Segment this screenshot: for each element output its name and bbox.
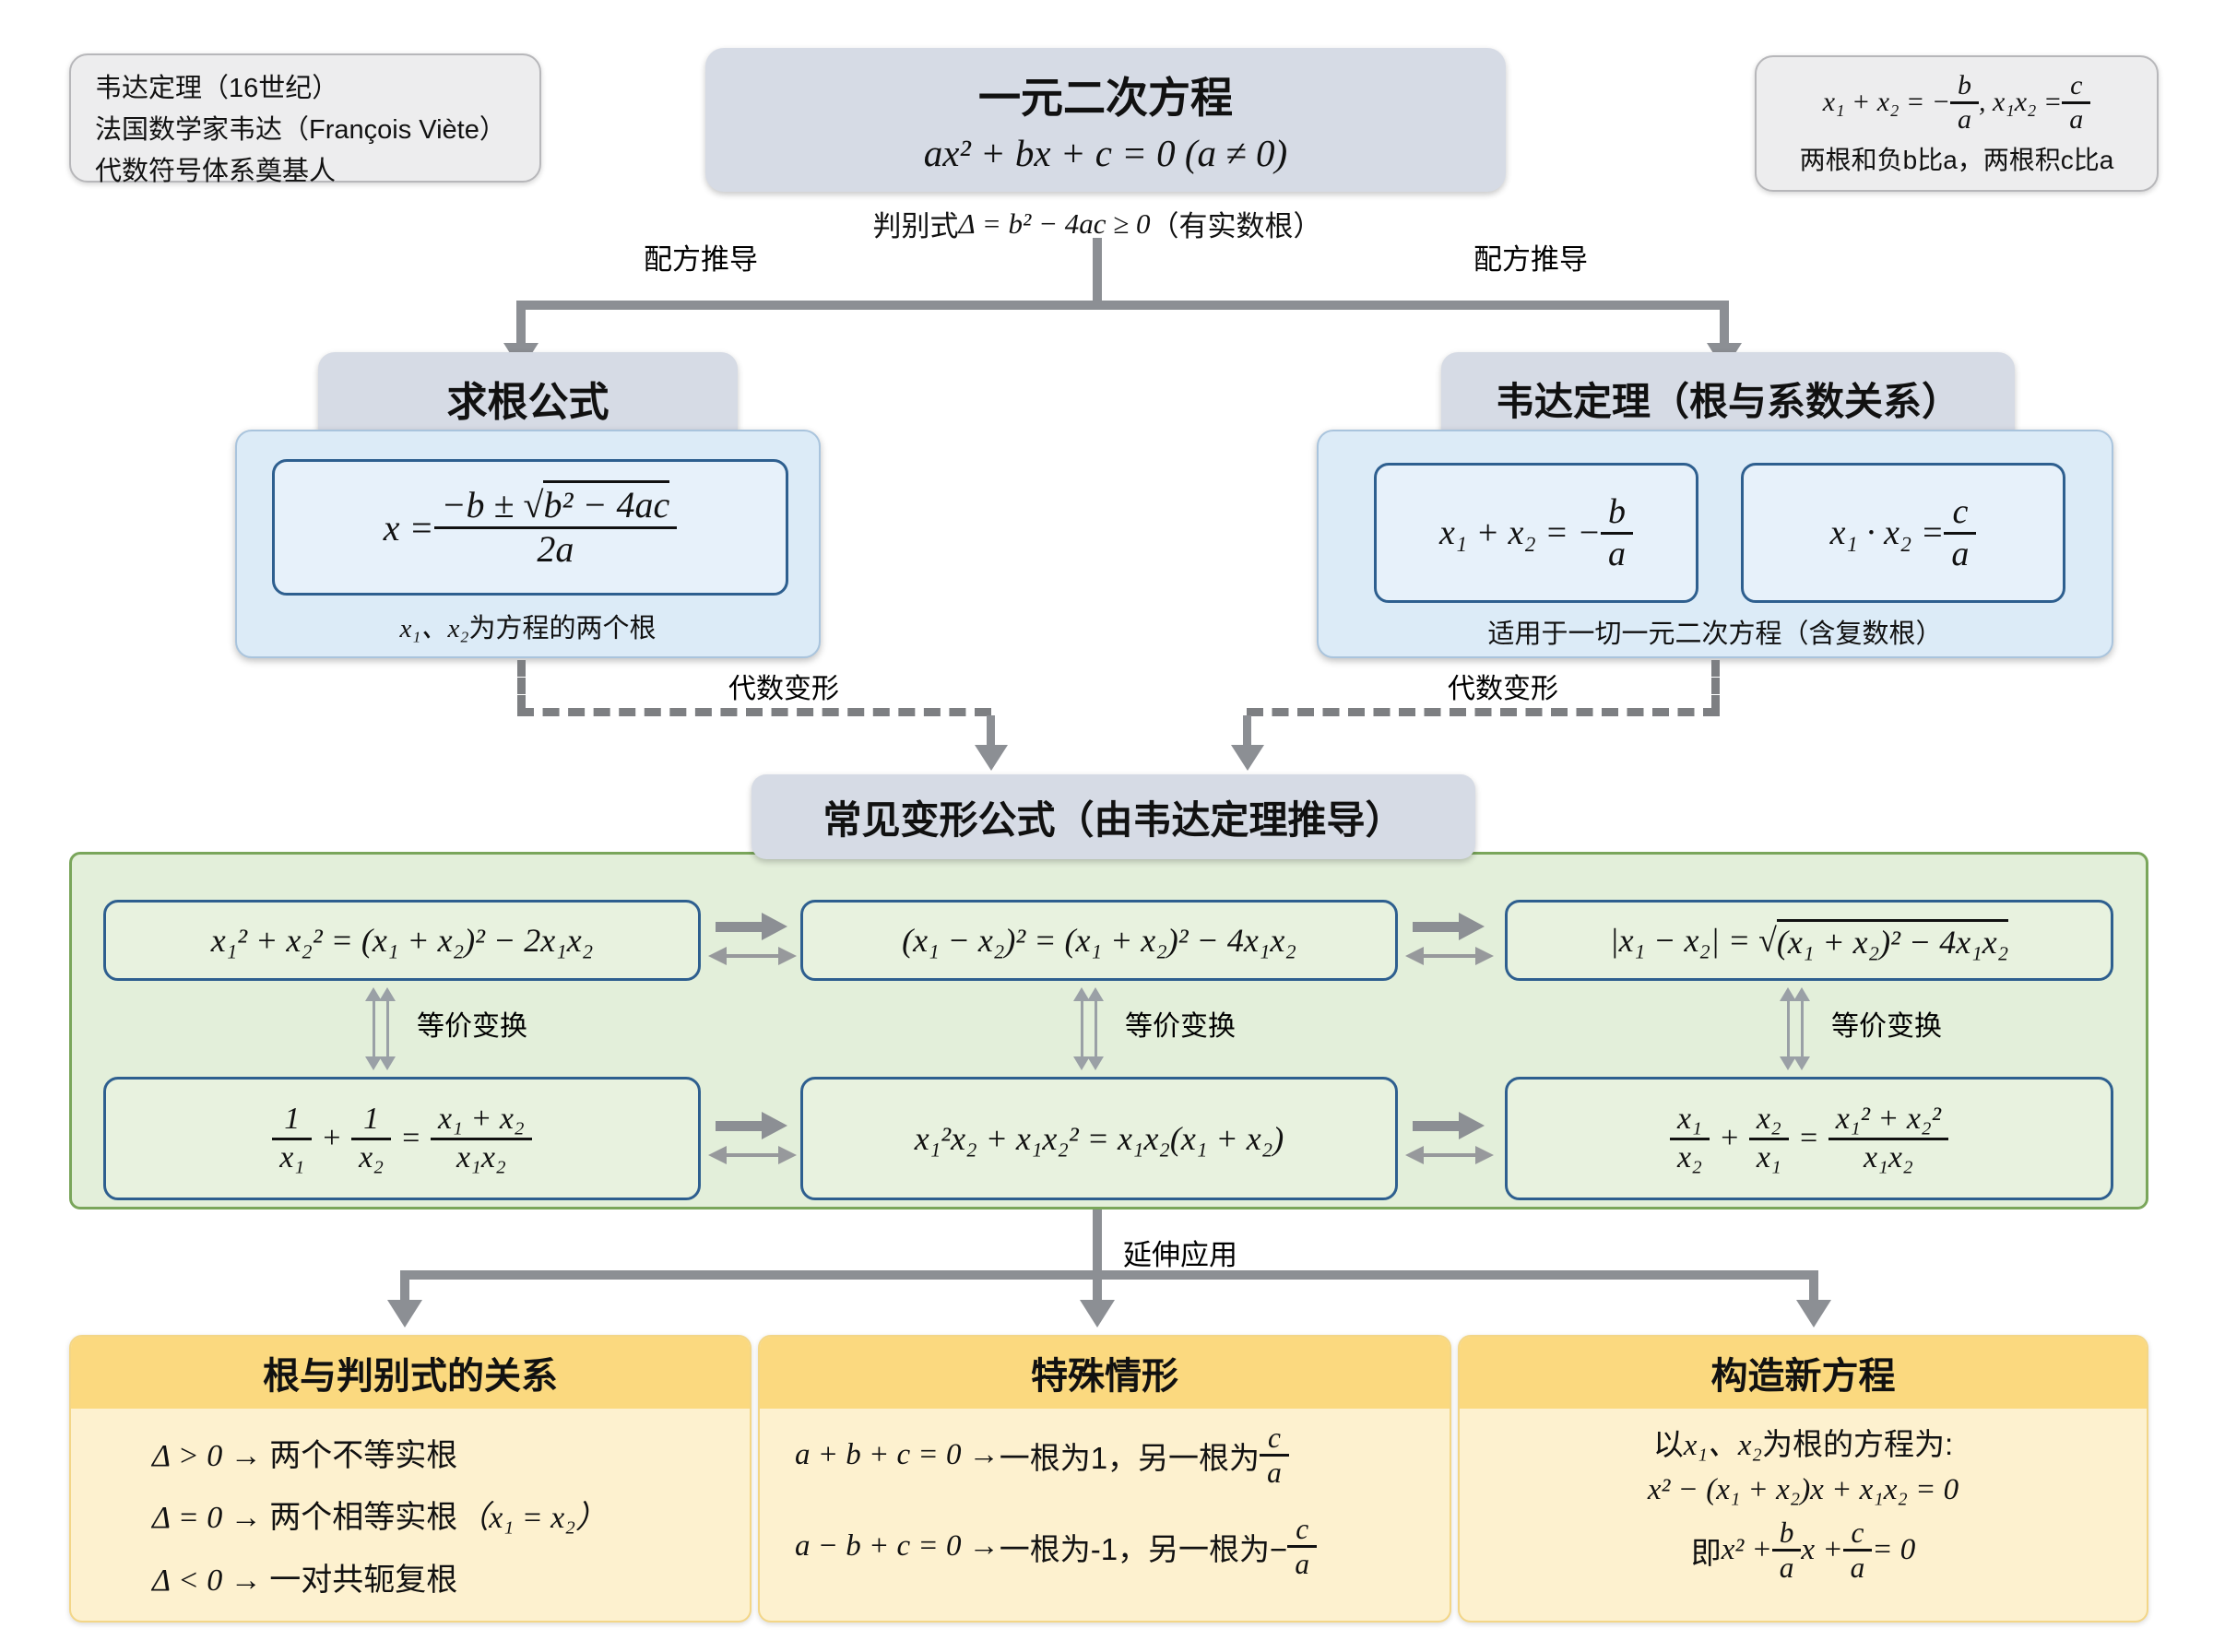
- historical-note-card: 韦达定理（16世纪） 法国数学家韦达（François Viète） 代数符号体…: [69, 53, 541, 186]
- note-line: 法国数学家韦达（François Viète）: [95, 114, 506, 145]
- discriminant-condition: 判别式 Δ = b² − 4ac ≥ 0 （有实数根）: [872, 206, 1322, 243]
- node-title: 一元二次方程: [978, 74, 1233, 122]
- transform-arrow-right: [1243, 715, 1251, 749]
- extend-center-drop: [1093, 1270, 1102, 1304]
- card-header: 特殊情形: [760, 1337, 1450, 1409]
- arrowhead-down-icon: [1080, 1300, 1115, 1328]
- extend-left-drop: [400, 1270, 409, 1304]
- extend-right-drop: [1809, 1270, 1818, 1304]
- branch-stem-arrow: [1093, 238, 1102, 306]
- discriminant-case: Δ = 0 → 两个相等实根（x₁ = x₂）: [152, 1500, 608, 1536]
- equivalence-double-arrow-icon: [1073, 986, 1104, 1071]
- edge-label-algebraic-transform-left: 代数变形: [728, 674, 839, 704]
- discriminant-case: Δ > 0 → 两个不等实根: [152, 1438, 458, 1473]
- extend-horizontal-bar: [400, 1270, 1818, 1280]
- swap-arrows-icon: [1405, 911, 1494, 970]
- dashed-connector-right-horizontal: [1247, 708, 1720, 716]
- equivalence-double-arrow-icon: [365, 986, 396, 1071]
- transform-formula-symmetric-product: x₁²x₂ + x₁x₂² = x₁x₂(x₁ + x₂): [800, 1077, 1398, 1200]
- edge-label-extended-application: 延伸应用: [1123, 1239, 1237, 1271]
- extend-stem-arrow: [1093, 1210, 1102, 1276]
- equivalence-label: 等价变换: [417, 1011, 527, 1042]
- quadratic-equation-formula: ax² + bx + c = 0 (a ≠ 0): [923, 132, 1288, 174]
- transform-formula-sum-of-squares: x₁² + x₂² = (x₁ + x₂)² − 2x₁x₂: [103, 900, 701, 981]
- edge-label-completing-square-right: 配方推导: [1473, 243, 1588, 276]
- vieta-caption: 适用于一切一元二次方程（含复数根）: [1487, 620, 1943, 649]
- arrowhead-down-icon: [1796, 1300, 1831, 1328]
- edge-label-completing-square-left: 配方推导: [644, 243, 758, 276]
- construct-line: x² − (x₁ + x₂)x + x₁x₂ = 0: [1647, 1473, 1959, 1506]
- dashed-connector-left-horizontal: [517, 708, 991, 716]
- transform-formula-abs-difference: |x₁ − x₂| = √(x₁ + x₂)² − 4x₁x₂: [1505, 900, 2113, 981]
- arrowhead-down-icon: [1231, 745, 1264, 771]
- transform-formula-difference-squared: (x₁ − x₂)² = (x₁ + x₂)² − 4x₁x₂: [800, 900, 1398, 981]
- arrowhead-down-icon: [387, 1300, 422, 1328]
- card-header: 构造新方程: [1460, 1337, 2147, 1409]
- construct-line: 以x₁、x₂为根的方程为:: [1652, 1427, 1954, 1462]
- edge-label-algebraic-transform-right: 代数变形: [1448, 674, 1558, 704]
- card-roots-vs-discriminant: 根与判别式的关系 Δ > 0 → 两个不等实根 Δ = 0 → 两个相等实根（x…: [69, 1335, 751, 1622]
- equivalence-double-arrow-icon: [1780, 986, 1810, 1071]
- branch-right-drop: [1720, 301, 1729, 347]
- dashed-connector-right-vertical: [1711, 660, 1720, 712]
- vieta-header: 韦达定理（根与系数关系）: [1441, 352, 2015, 444]
- quadratic-equation-node: 一元二次方程 ax² + bx + c = 0 (a ≠ 0): [705, 48, 1506, 192]
- dashed-connector-left-vertical: [517, 660, 526, 712]
- card-construct-equation: 构造新方程 以x₁、x₂为根的方程为: x² − (x₁ + x₂)x + x₁…: [1458, 1335, 2148, 1622]
- equivalence-label: 等价变换: [1831, 1011, 1942, 1042]
- equivalence-label: 等价变换: [1125, 1011, 1236, 1042]
- root-formula-caption: x₁、x₂ 为方程的两个根: [399, 614, 657, 643]
- arrowhead-down-icon: [975, 745, 1008, 771]
- card-body: Δ > 0 → 两个不等实根 Δ = 0 → 两个相等实根（x₁ = x₂） Δ…: [71, 1409, 750, 1611]
- card-body: 以x₁、x₂为根的方程为: x² − (x₁ + x₂)x + x₁x₂ = 0…: [1460, 1409, 2147, 1584]
- card-header: 根与判别式的关系: [71, 1337, 750, 1409]
- memory-tip-text: 两根和负b比a，两根积c比a: [1799, 146, 2114, 175]
- discriminant-case: Δ < 0 → 一对共轭复根: [152, 1562, 458, 1598]
- note-line: 韦达定理（16世纪）: [95, 74, 339, 103]
- transforms-header: 常见变形公式（由韦达定理推导）: [751, 774, 1475, 859]
- branch-left-drop: [516, 301, 526, 347]
- root-formula-box: x = −b ± √b² − 4ac 2a: [272, 459, 788, 596]
- root-formula-header: 求根公式: [318, 352, 738, 444]
- root-formula-panel: x = −b ± √b² − 4ac 2a x₁、x₂ 为方程的两个根: [235, 430, 821, 658]
- root-formula-fraction: −b ± √b² − 4ac 2a: [433, 479, 678, 571]
- branch-horizontal-bar: [516, 301, 1729, 310]
- swap-arrows-icon: [708, 911, 797, 970]
- note-line: 代数符号体系奠基人: [95, 156, 337, 186]
- swap-arrows-icon: [708, 1110, 797, 1169]
- swap-arrows-icon: [1405, 1110, 1494, 1169]
- transform-arrow-left: [987, 715, 995, 749]
